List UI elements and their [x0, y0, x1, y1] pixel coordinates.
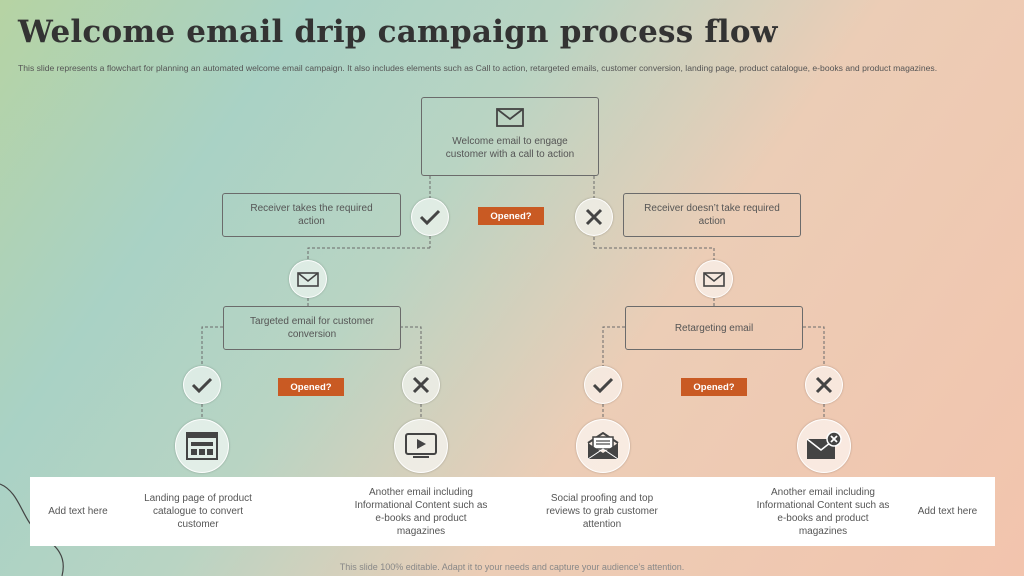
yes-checkmark-icon [411, 198, 449, 236]
right-yes-checkmark-icon [584, 366, 622, 404]
panel-left-add-text[interactable]: Add text here [48, 506, 108, 517]
outcome-panel [30, 477, 995, 546]
no-x-mark-icon [575, 198, 613, 236]
panel-right-add-text[interactable]: Add text here [917, 506, 978, 517]
envelope-icon [496, 108, 524, 132]
targeted-email-text: Targeted email for customer conversion [250, 316, 374, 340]
left-yes-checkmark-icon [183, 366, 221, 404]
right-no-x-mark-icon [805, 366, 843, 404]
left-no-x-mark-icon [402, 366, 440, 404]
panel-landing-text: Landing page of product catalogue to con… [144, 493, 252, 530]
envelope-x-icon [797, 419, 851, 473]
welcome-email-node: Welcome email to engage customer with a … [421, 97, 599, 176]
landing-page-icon [175, 419, 229, 473]
page-title: Welcome email drip campaign process flow [18, 14, 778, 50]
opened-badge-left: Opened? [278, 378, 344, 396]
panel-social-text: Social proofing and top reviews to grab … [546, 493, 658, 530]
right-mail-envelope-icon [695, 260, 733, 298]
panel-another-email-1-text: Another email including Informational Co… [354, 486, 488, 537]
footer-note: This slide 100% editable. Adapt it to yo… [339, 562, 685, 572]
targeted-email-node: Targeted email for customer conversion [223, 306, 401, 350]
panel-another-email-2-text: Another email including Informational Co… [756, 486, 890, 537]
receiver-takes-action-text: Receiver takes the required action [250, 203, 373, 227]
video-play-icon [394, 419, 448, 473]
page-subtitle: This slide represents a flowchart for pl… [18, 63, 938, 73]
opened-badge-right: Opened? [681, 378, 747, 396]
receiver-doesnt-take-action-text: Receiver doesn’t take required action [644, 203, 780, 227]
left-mail-envelope-icon [289, 260, 327, 298]
open-envelope-icon [576, 419, 630, 473]
retargeting-email-node: Retargeting email [625, 306, 803, 350]
receiver-takes-action-node: Receiver takes the required action [222, 193, 401, 237]
welcome-email-text: Welcome email to engage customer with a … [445, 136, 575, 160]
retargeting-email-text: Retargeting email [674, 322, 754, 334]
opened-badge-top: Opened? [478, 207, 544, 225]
receiver-doesnt-take-action-node: Receiver doesn’t take required action [623, 193, 801, 237]
